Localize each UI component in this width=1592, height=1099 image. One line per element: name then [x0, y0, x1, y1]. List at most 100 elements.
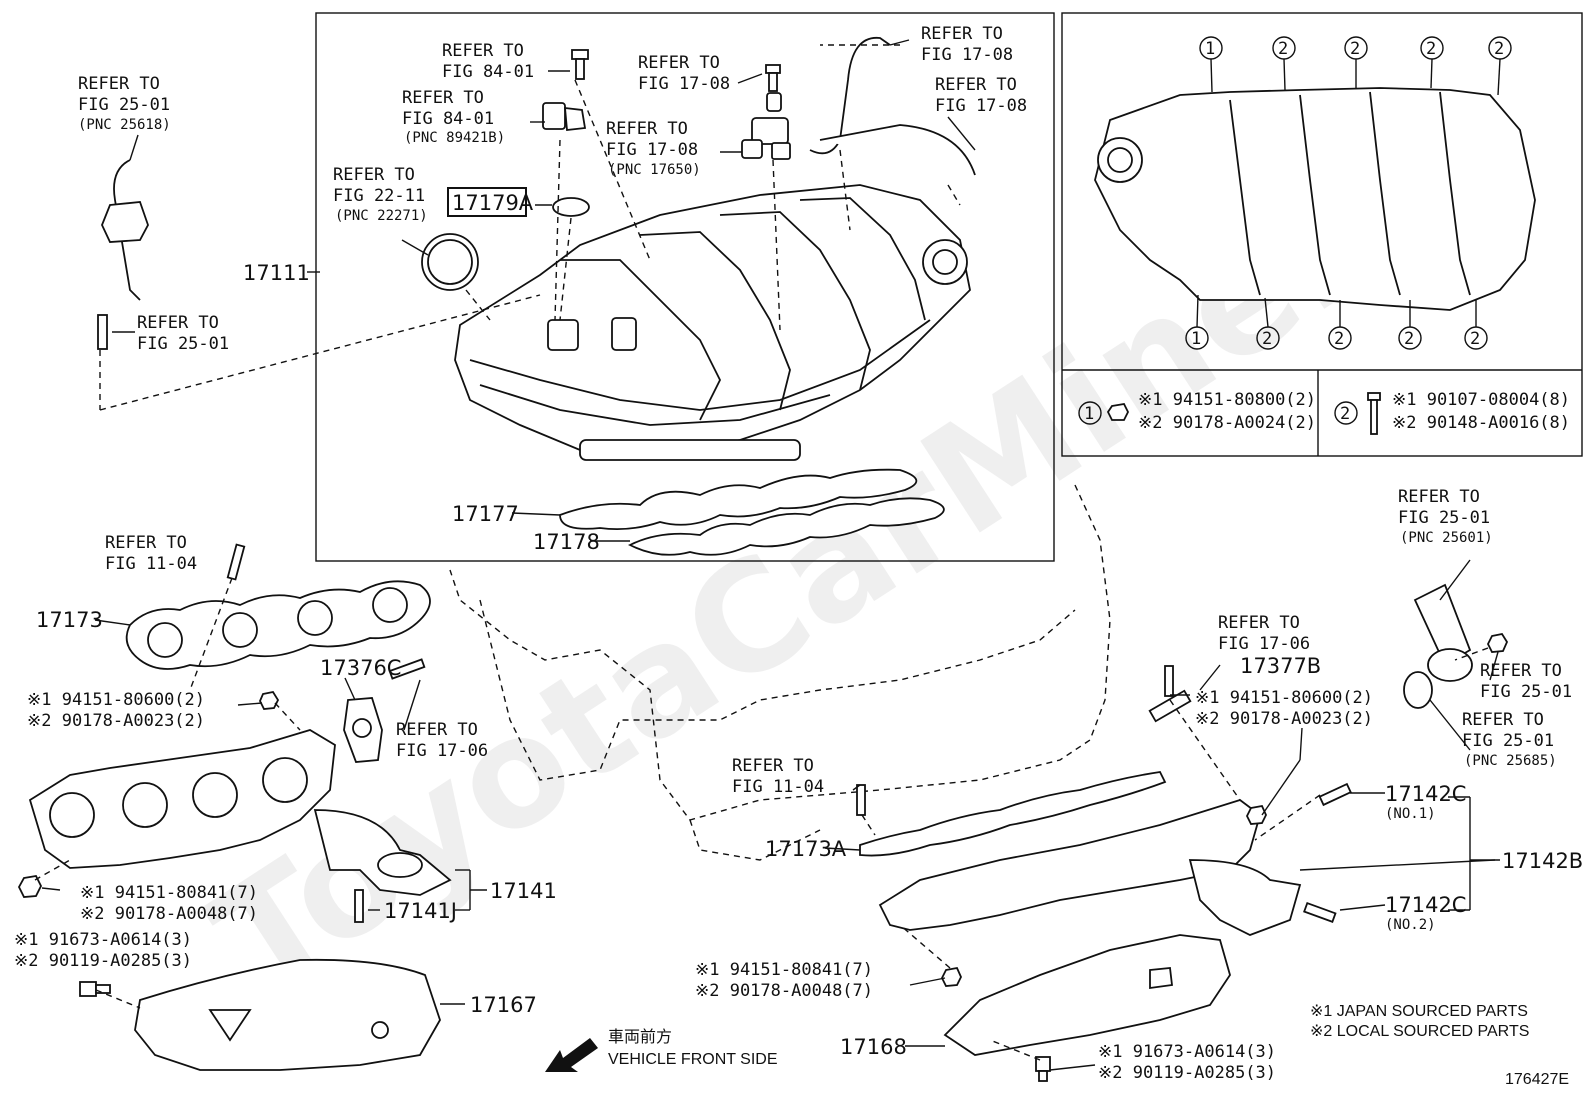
leader-lines: [34, 39, 1500, 1071]
gasket-17178[interactable]: [627, 497, 945, 556]
svg-text:(PNC 89421B): (PNC 89421B): [404, 130, 505, 146]
stud-25-01-left[interactable]: [97, 314, 108, 350]
svg-text:REFER TO: REFER TO: [442, 41, 524, 61]
svg-text:※1 90107-08004(8): ※1 90107-08004(8): [1392, 390, 1570, 410]
svg-text:FIG 25-01: FIG 25-01: [1462, 731, 1554, 751]
heat-insulator-17167[interactable]: [134, 958, 441, 1071]
svg-text:※2 90178-A0023(2): ※2 90178-A0023(2): [1195, 709, 1373, 729]
vacuum-hose[interactable]: [809, 37, 891, 155]
stud-17-06-left[interactable]: [388, 658, 426, 680]
svg-text:17141J: 17141J: [384, 899, 457, 923]
svg-text:※1 94151-80841(7): ※1 94151-80841(7): [80, 883, 258, 903]
svg-text:FIG 11-04: FIG 11-04: [105, 554, 197, 574]
stud-17142c-no1[interactable]: [1318, 782, 1352, 807]
svg-text:※2 90148-A0016(8): ※2 90148-A0016(8): [1392, 413, 1570, 433]
exhaust-manifold-17141[interactable]: [28, 729, 452, 896]
svg-text:VEHICLE FRONT SIDE: VEHICLE FRONT SIDE: [608, 1051, 778, 1068]
svg-text:FIG 25-01: FIG 25-01: [1480, 682, 1572, 702]
bolt-right-insulator[interactable]: [1035, 1056, 1051, 1082]
svg-text:(PNC 22271): (PNC 22271): [335, 208, 428, 224]
vacuum-pipe[interactable]: [819, 124, 976, 176]
gasket-17177[interactable]: [559, 468, 918, 531]
svg-text:17377B: 17377B: [1240, 654, 1321, 678]
nut-right-upper[interactable]: [1245, 804, 1267, 825]
svg-text:REFER TO: REFER TO: [402, 88, 484, 108]
labels: REFER TO FIG 25-01 (PNC 25618) REFER TO …: [14, 24, 1583, 1088]
svg-text:1: 1: [1191, 329, 1201, 349]
gasket-17173a[interactable]: [859, 771, 1167, 857]
svg-text:REFER TO: REFER TO: [396, 720, 478, 740]
heat-insulator-17168[interactable]: [943, 934, 1231, 1056]
vsv-17650[interactable]: [741, 117, 791, 160]
svg-text:17167: 17167: [470, 993, 537, 1017]
svg-text:FIG 17-08: FIG 17-08: [935, 96, 1027, 116]
svg-text:17376C: 17376C: [320, 656, 401, 680]
exhaust-pipe-25618[interactable]: [101, 159, 149, 301]
nut-right-lower[interactable]: [940, 966, 962, 987]
fastener-legend: 1 ※1 94151-80800(2) ※2 90178-A0024(2) 2 …: [1078, 390, 1570, 435]
svg-text:17179A: 17179A: [452, 191, 534, 215]
bolt-left-insulator[interactable]: [79, 981, 111, 997]
svg-text:1: 1: [1205, 39, 1215, 59]
svg-text:※2 90178-A0048(7): ※2 90178-A0048(7): [695, 981, 873, 1001]
svg-text:REFER TO: REFER TO: [921, 24, 1003, 44]
svg-text:FIG 25-01: FIG 25-01: [137, 334, 229, 354]
svg-text:REFER TO: REFER TO: [732, 756, 814, 776]
svg-text:2: 2: [1262, 329, 1272, 349]
svg-text:FIG 25-01: FIG 25-01: [78, 95, 170, 115]
svg-text:2: 2: [1494, 39, 1504, 59]
svg-text:※1 JAPAN SOURCED PARTS: ※1 JAPAN SOURCED PARTS: [1310, 1003, 1528, 1020]
svg-text:※1 94151-80800(2): ※1 94151-80800(2): [1138, 390, 1316, 410]
svg-text:2: 2: [1340, 404, 1350, 424]
intake-manifold-17111[interactable]: [454, 184, 971, 461]
svg-text:17173: 17173: [36, 608, 103, 632]
bolt-layout-frame: [1061, 12, 1583, 457]
o-ring-17179a[interactable]: [552, 197, 590, 217]
svg-text:FIG 17-08: FIG 17-08: [638, 74, 730, 94]
vehicle-front-arrow-icon: [545, 1038, 598, 1072]
gasket-25685[interactable]: [1403, 671, 1433, 709]
svg-text:※1 91673-A0614(3): ※1 91673-A0614(3): [14, 930, 192, 950]
svg-text:17178: 17178: [533, 530, 600, 554]
svg-text:176427E: 176427E: [1505, 1071, 1569, 1088]
svg-text:(PNC 17650): (PNC 17650): [608, 162, 701, 178]
gasket-17376c[interactable]: [343, 697, 383, 763]
svg-text:(PNC 25618): (PNC 25618): [78, 117, 171, 133]
svg-text:2: 2: [1404, 329, 1414, 349]
svg-text:FIG 17-06: FIG 17-06: [396, 741, 488, 761]
svg-text:※2 90119-A0285(3): ※2 90119-A0285(3): [1098, 1063, 1276, 1083]
svg-text:2: 2: [1278, 39, 1288, 59]
throttle-gasket[interactable]: [421, 233, 479, 291]
stud-11-04-left[interactable]: [226, 543, 246, 581]
nut-left-upper[interactable]: [259, 690, 280, 710]
gasket-17377b[interactable]: [1148, 689, 1192, 723]
exhaust-pipe-25601[interactable]: [1413, 583, 1473, 682]
svg-text:REFER TO: REFER TO: [1462, 710, 1544, 730]
svg-text:FIG 84-01: FIG 84-01: [402, 109, 494, 129]
svg-text:2: 2: [1426, 39, 1436, 59]
bolt-17-08[interactable]: [765, 64, 782, 112]
svg-text:1: 1: [1084, 404, 1094, 424]
stud-17-06-right[interactable]: [1164, 665, 1174, 697]
svg-text:2: 2: [1350, 39, 1360, 59]
gasket-17173[interactable]: [125, 580, 431, 670]
nut-25-01-right[interactable]: [1486, 632, 1509, 653]
svg-text:※2 90178-A0023(2): ※2 90178-A0023(2): [27, 711, 205, 731]
callout-row-top: 1 2 2 2 2: [1199, 36, 1512, 96]
exhaust-manifold-17142b[interactable]: [878, 799, 1302, 936]
svg-text:FIG 22-11: FIG 22-11: [333, 186, 425, 206]
stud-17141j[interactable]: [354, 889, 364, 923]
bolt-84-01[interactable]: [571, 49, 589, 80]
nut-left-lower[interactable]: [17, 875, 43, 898]
stud-17142c-no2[interactable]: [1303, 901, 1337, 923]
svg-text:2: 2: [1334, 329, 1344, 349]
stud-11-04-right[interactable]: [856, 784, 866, 816]
svg-text:※1 94151-80600(2): ※1 94151-80600(2): [27, 690, 205, 710]
svg-text:17141: 17141: [490, 879, 557, 903]
svg-text:17142B: 17142B: [1502, 849, 1583, 873]
svg-text:※2 90119-A0285(3): ※2 90119-A0285(3): [14, 951, 192, 971]
sensor-89421b[interactable]: [542, 102, 587, 131]
svg-text:REFER TO: REFER TO: [1218, 613, 1300, 633]
svg-text:17111: 17111: [243, 261, 310, 285]
